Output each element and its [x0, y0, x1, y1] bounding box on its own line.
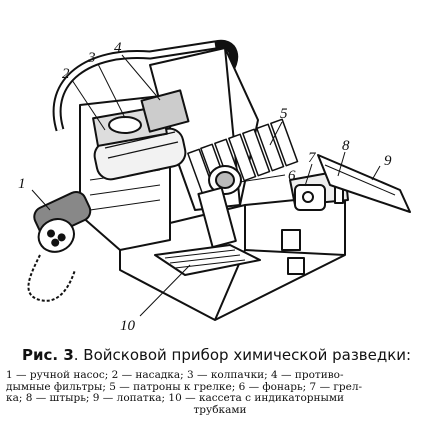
hand-pump	[33, 191, 92, 253]
callout-3: 3	[87, 50, 96, 66]
callout-10: 10	[120, 318, 136, 334]
leader-7	[304, 163, 313, 187]
callout-8: 8	[342, 138, 350, 154]
leader-10	[139, 264, 191, 317]
callout-9: 9	[384, 153, 392, 169]
leader-5	[269, 121, 283, 146]
pump-chain	[27, 254, 76, 302]
leader-6	[239, 174, 286, 183]
callout-7: 7	[308, 150, 317, 166]
callout-1: 1	[18, 176, 26, 192]
leader-2	[71, 79, 106, 131]
latch	[287, 257, 305, 275]
callout-4: 4	[114, 40, 122, 56]
legend-line: трубками	[193, 403, 247, 416]
smoke-filters	[140, 89, 190, 133]
legend-line: дымные фильтры; 5 — патроны к грелке; 6 …	[6, 380, 363, 393]
heater-cartridges	[187, 118, 299, 197]
flashlight	[197, 165, 242, 249]
device-illustration: 1 2 3 4 5 6 7 8 9 10	[18, 39, 411, 334]
figure-title: . Войсковой прибор химической разведки:	[73, 346, 412, 364]
leader-9	[371, 165, 381, 181]
leader-1	[31, 189, 51, 211]
figure-caption: Рис. 3. Войсковой прибор химической разв…	[22, 346, 432, 364]
callout-5: 5	[280, 106, 288, 122]
callout-2: 2	[62, 66, 70, 82]
leader-8	[337, 151, 346, 177]
callout-6: 6	[288, 168, 296, 184]
leader-4	[121, 54, 161, 101]
figure-legend: 1 — ручной насос; 2 — насадка; 3 — колпа…	[6, 369, 434, 416]
latch	[281, 229, 301, 251]
heater	[294, 184, 326, 211]
figure-number: Рис. 3	[22, 346, 74, 364]
legend-line: 1 — ручной насос; 2 — насадка; 3 — колпа…	[6, 369, 344, 381]
leader-3	[97, 63, 126, 119]
caps	[108, 116, 142, 134]
legend-line: ка; 8 — штырь; 9 — лопатка; 10 — кассета…	[6, 392, 345, 404]
